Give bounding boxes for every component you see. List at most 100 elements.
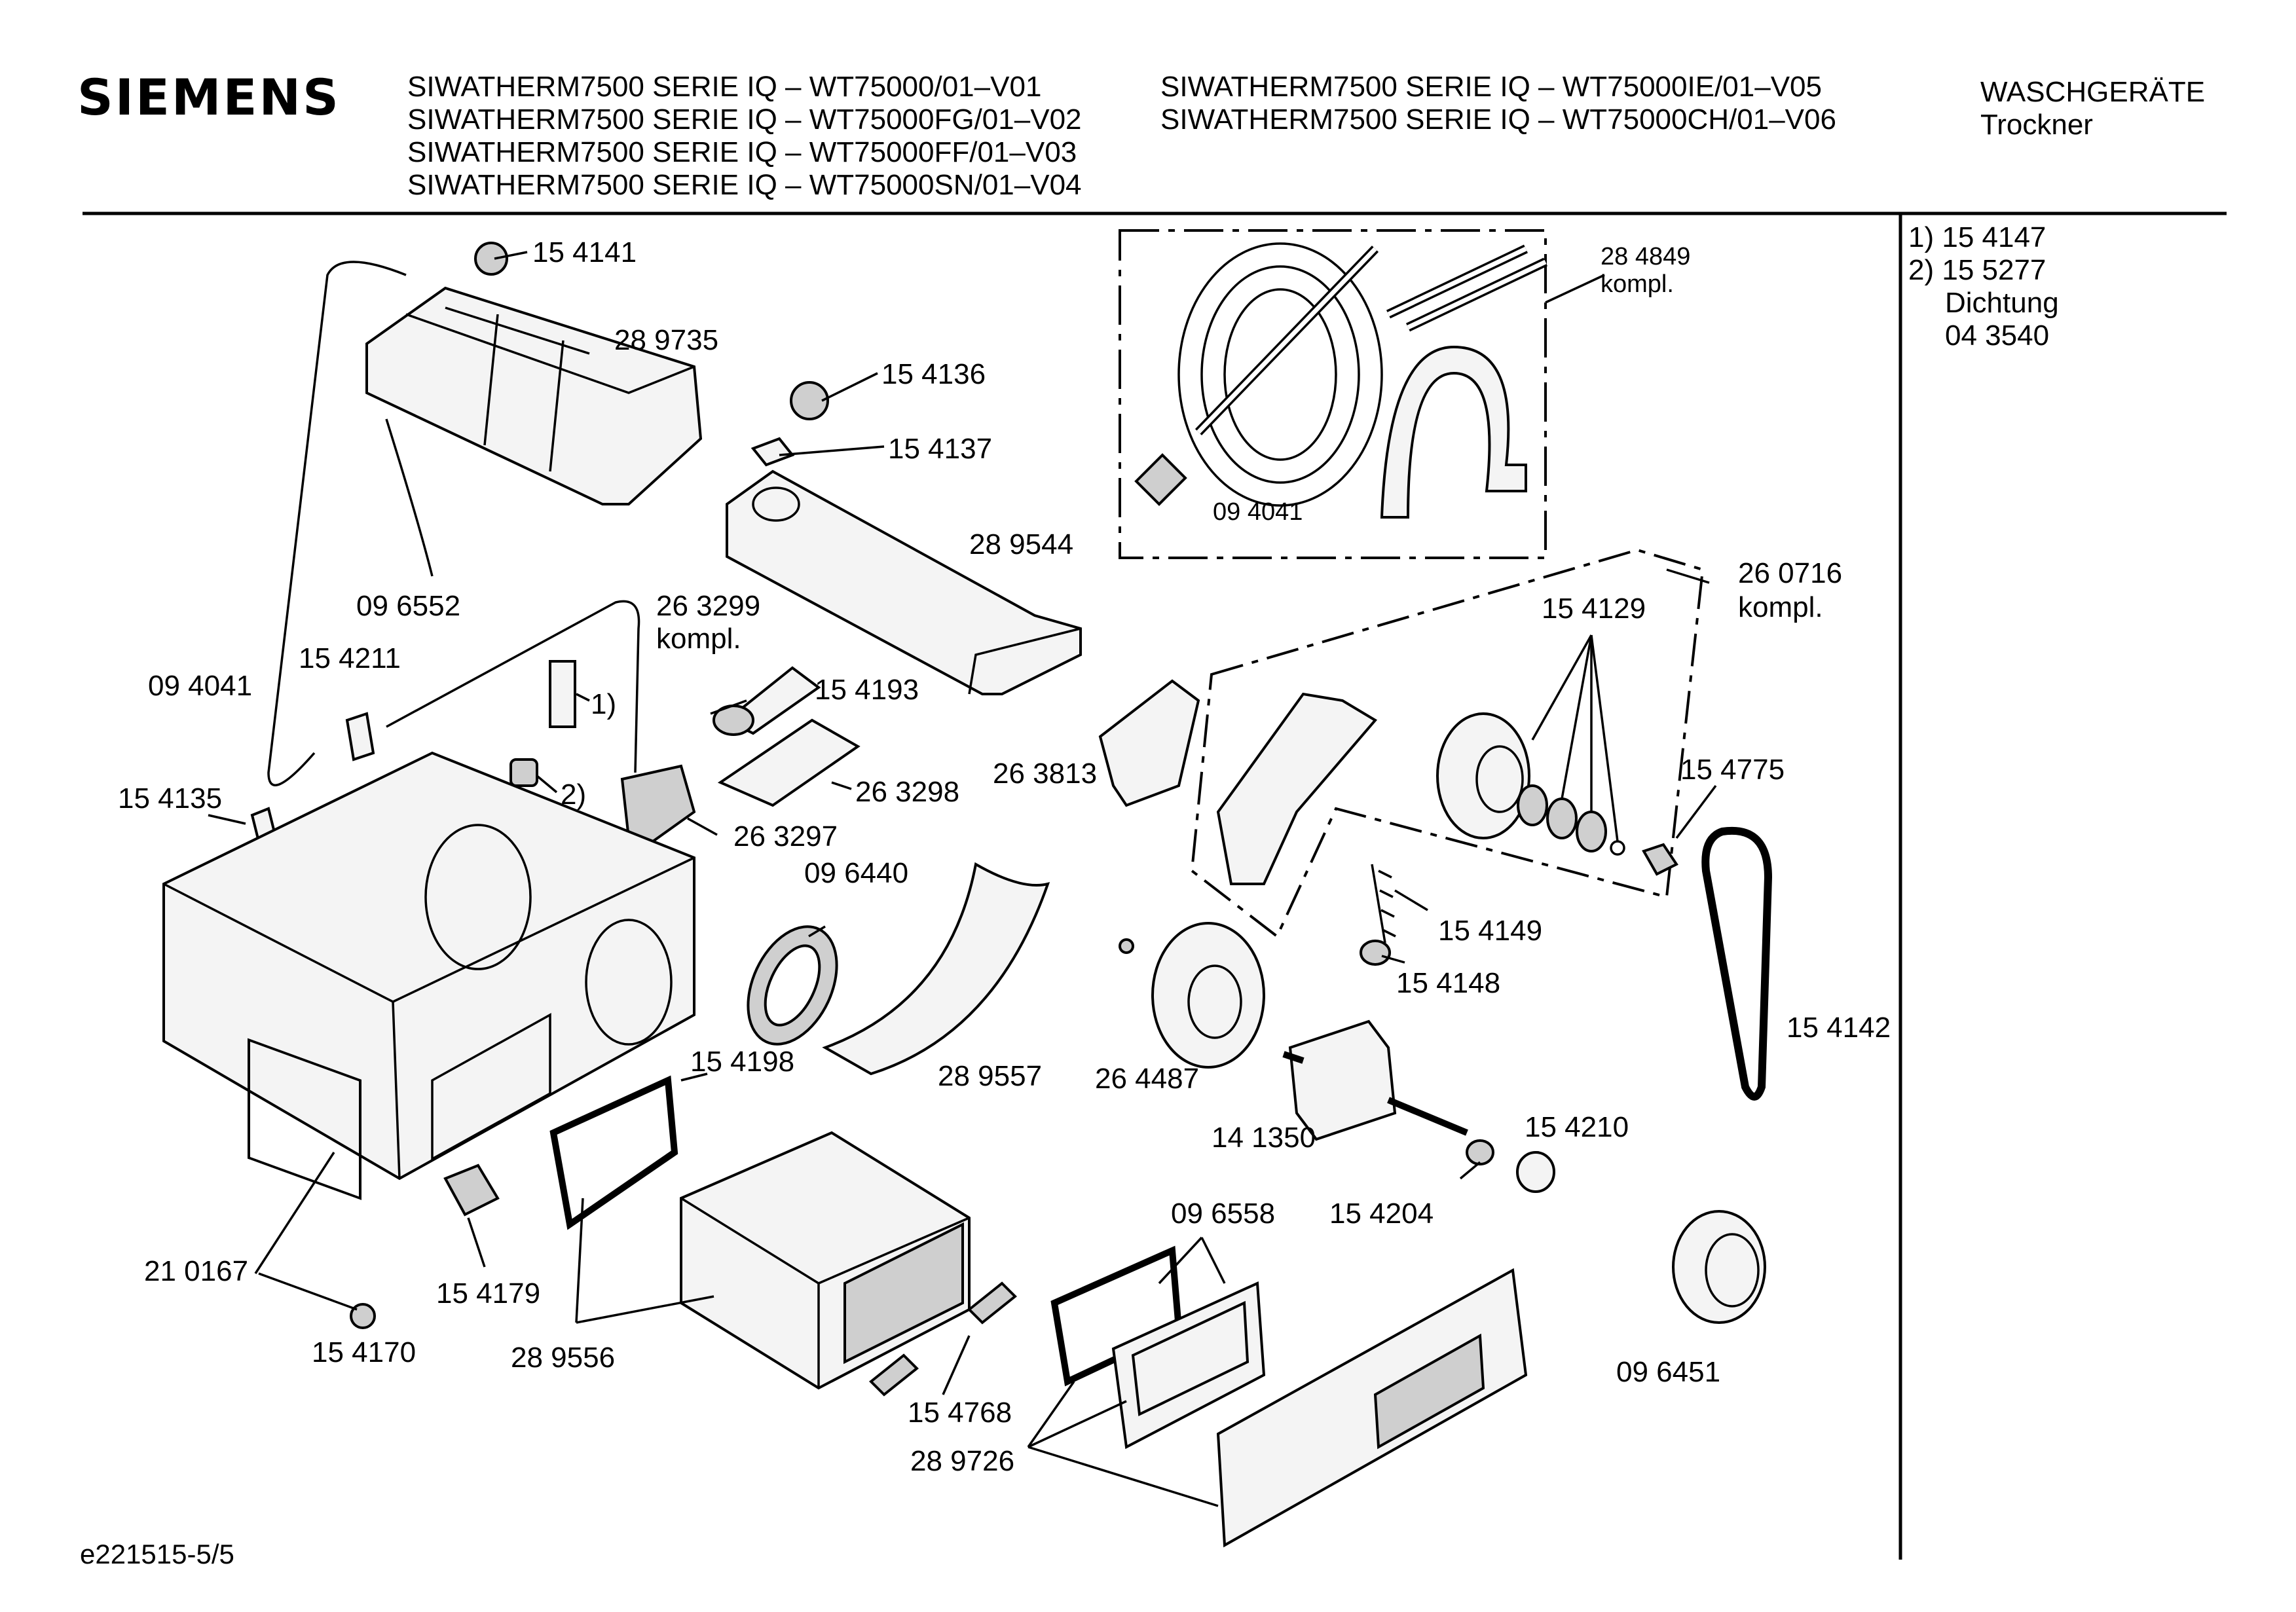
clip-15-4211 (345, 712, 375, 761)
hose-coil (1177, 242, 1383, 507)
callout-15-4775: 15 4775 (1680, 754, 1785, 786)
callout-09-6440: 09 6440 (804, 857, 909, 889)
foot-15-4170 (350, 1303, 376, 1329)
callout-kompl-0716: kompl. (1738, 591, 1823, 623)
callout-26-3813: 26 3813 (993, 758, 1098, 790)
filter-seal (549, 1075, 678, 1230)
seal-part (750, 437, 795, 467)
duct-28-9557 (822, 862, 1050, 1076)
motor (1282, 1019, 1468, 1141)
callout-28-4849: 28 4849 (1601, 243, 1691, 270)
pulley (1436, 712, 1530, 839)
bracket-26-3813 (1098, 679, 1200, 807)
drain-hose-lower (385, 418, 434, 577)
legend-line: 04 3540 (1945, 320, 2050, 352)
category-label: WASCHGERÄTE (1980, 76, 2206, 108)
callout-09-6552: 09 6552 (356, 590, 461, 622)
motor-bracket (1216, 692, 1378, 885)
callout-26-3297: 26 3297 (733, 820, 838, 852)
water-container (365, 286, 703, 505)
cable-ties (1386, 244, 1548, 332)
pump-module (620, 764, 696, 847)
callout-26-4487: 26 4487 (1095, 1063, 1200, 1095)
washer (1610, 840, 1625, 856)
brand-logo: SIEMENS (77, 68, 341, 126)
base-frame (162, 751, 695, 1200)
model-line: SIWATHERM7500 SERIE IQ – WT75000SN/01–V0… (407, 169, 1082, 201)
callout-note-2: 2) (561, 779, 587, 811)
callout-14-1350: 14 1350 (1212, 1122, 1316, 1154)
roller-15-4148 (1360, 940, 1391, 966)
legend-line: 2) 15 5277 (1908, 254, 2046, 286)
pin-15-4775 (1642, 843, 1678, 876)
callout-15-4129: 15 4129 (1542, 593, 1646, 625)
legend-line: Dichtung (1945, 287, 2059, 319)
legend-line: 1) 15 4147 (1908, 221, 2046, 253)
callout-09-4041-kit: 09 4041 (1213, 498, 1303, 526)
callout-15-4149: 15 4149 (1438, 915, 1543, 947)
spring-15-4149 (1371, 864, 1396, 943)
callout-28-9556: 28 9556 (511, 1342, 616, 1374)
hose-bracket (1380, 345, 1527, 519)
callout-15-4141: 15 4141 (532, 236, 637, 268)
model-line: SIWATHERM7500 SERIE IQ – WT75000FF/01–V0… (407, 136, 1077, 168)
hose-end (474, 242, 508, 276)
lock-15-4768-a (967, 1281, 1017, 1325)
nut (1119, 938, 1134, 954)
filter-frame-2 (1111, 1281, 1266, 1450)
bearing-3 (1576, 811, 1607, 852)
model-line: SIWATHERM7500 SERIE IQ – WT75000FG/01–V0… (407, 103, 1082, 136)
callout-15-4148: 15 4148 (1396, 967, 1501, 999)
callout-15-4136: 15 4136 (881, 358, 986, 390)
callout-15-4204: 15 4204 (1329, 1198, 1434, 1230)
model-line: SIWATHERM7500 SERIE IQ – WT75000CH/01–V0… (1160, 103, 1836, 136)
callout-28-9726: 28 9726 (910, 1445, 1015, 1477)
callout-15-4768: 15 4768 (908, 1397, 1012, 1429)
sensor-15-4179 (443, 1163, 500, 1217)
subcategory-label: Trockner (1980, 109, 2093, 141)
model-line: SIWATHERM7500 SERIE IQ – WT75000/01–V01 (407, 71, 1042, 103)
callout-28-9557: 28 9557 (938, 1060, 1043, 1092)
callout-15-4210: 15 4210 (1525, 1111, 1629, 1143)
callout-26-0716: 26 0716 (1738, 557, 1843, 589)
callout-09-6451: 09 6451 (1616, 1356, 1721, 1388)
callout-15-4193: 15 4193 (815, 674, 919, 706)
model-list-2: SIWATHERM7500 SERIE IQ – WT75000IE/01–V0… (1160, 71, 1836, 136)
model-list-1: SIWATHERM7500 SERIE IQ – WT75000/01–V01 … (407, 71, 1082, 202)
callout-15-4135: 15 4135 (118, 782, 223, 815)
control-board (717, 718, 861, 807)
kit-box (1119, 229, 1547, 559)
bearing-15-4204 (1466, 1139, 1494, 1165)
condenser (680, 1131, 971, 1390)
legend: 1) 15 4147 2) 15 5277 Dichtung 04 3540 (1908, 221, 2059, 352)
motor-group-outline (1190, 548, 1705, 939)
callout-09-6558: 09 6558 (1171, 1198, 1276, 1230)
seal-ring (509, 758, 538, 787)
callout-09-4041: 09 4041 (148, 670, 253, 702)
callout-15-4179: 15 4179 (436, 1277, 541, 1310)
callout-15-4198: 15 4198 (690, 1046, 795, 1078)
callout-26-3299: 26 3299 (656, 590, 761, 622)
callout-note-1: 1) (591, 688, 617, 720)
callout-15-4211: 15 4211 (299, 642, 401, 674)
belt (1701, 826, 1773, 1101)
lock-15-4768-b (869, 1353, 919, 1397)
callout-28-9544: 28 9544 (969, 528, 1074, 560)
callout-28-9735: 28 9735 (614, 324, 719, 356)
fan-wheel (1151, 922, 1265, 1069)
hose-nozzle (1134, 453, 1187, 506)
drain-hose (267, 261, 407, 786)
pipe (386, 600, 640, 773)
container-cover (726, 469, 1082, 695)
bearing-2 (1546, 797, 1578, 839)
front-panel (1216, 1268, 1528, 1548)
callout-15-4137: 15 4137 (888, 433, 993, 465)
capacitor (549, 660, 576, 728)
callout-kompl-kit: kompl. (1601, 270, 1674, 298)
leader-lines (208, 251, 1717, 1507)
fan-09-6451 (1672, 1210, 1766, 1324)
callout-21-0167: 21 0167 (144, 1255, 249, 1287)
plug-part (790, 381, 829, 420)
document-id: e221515-5/5 (80, 1539, 234, 1569)
